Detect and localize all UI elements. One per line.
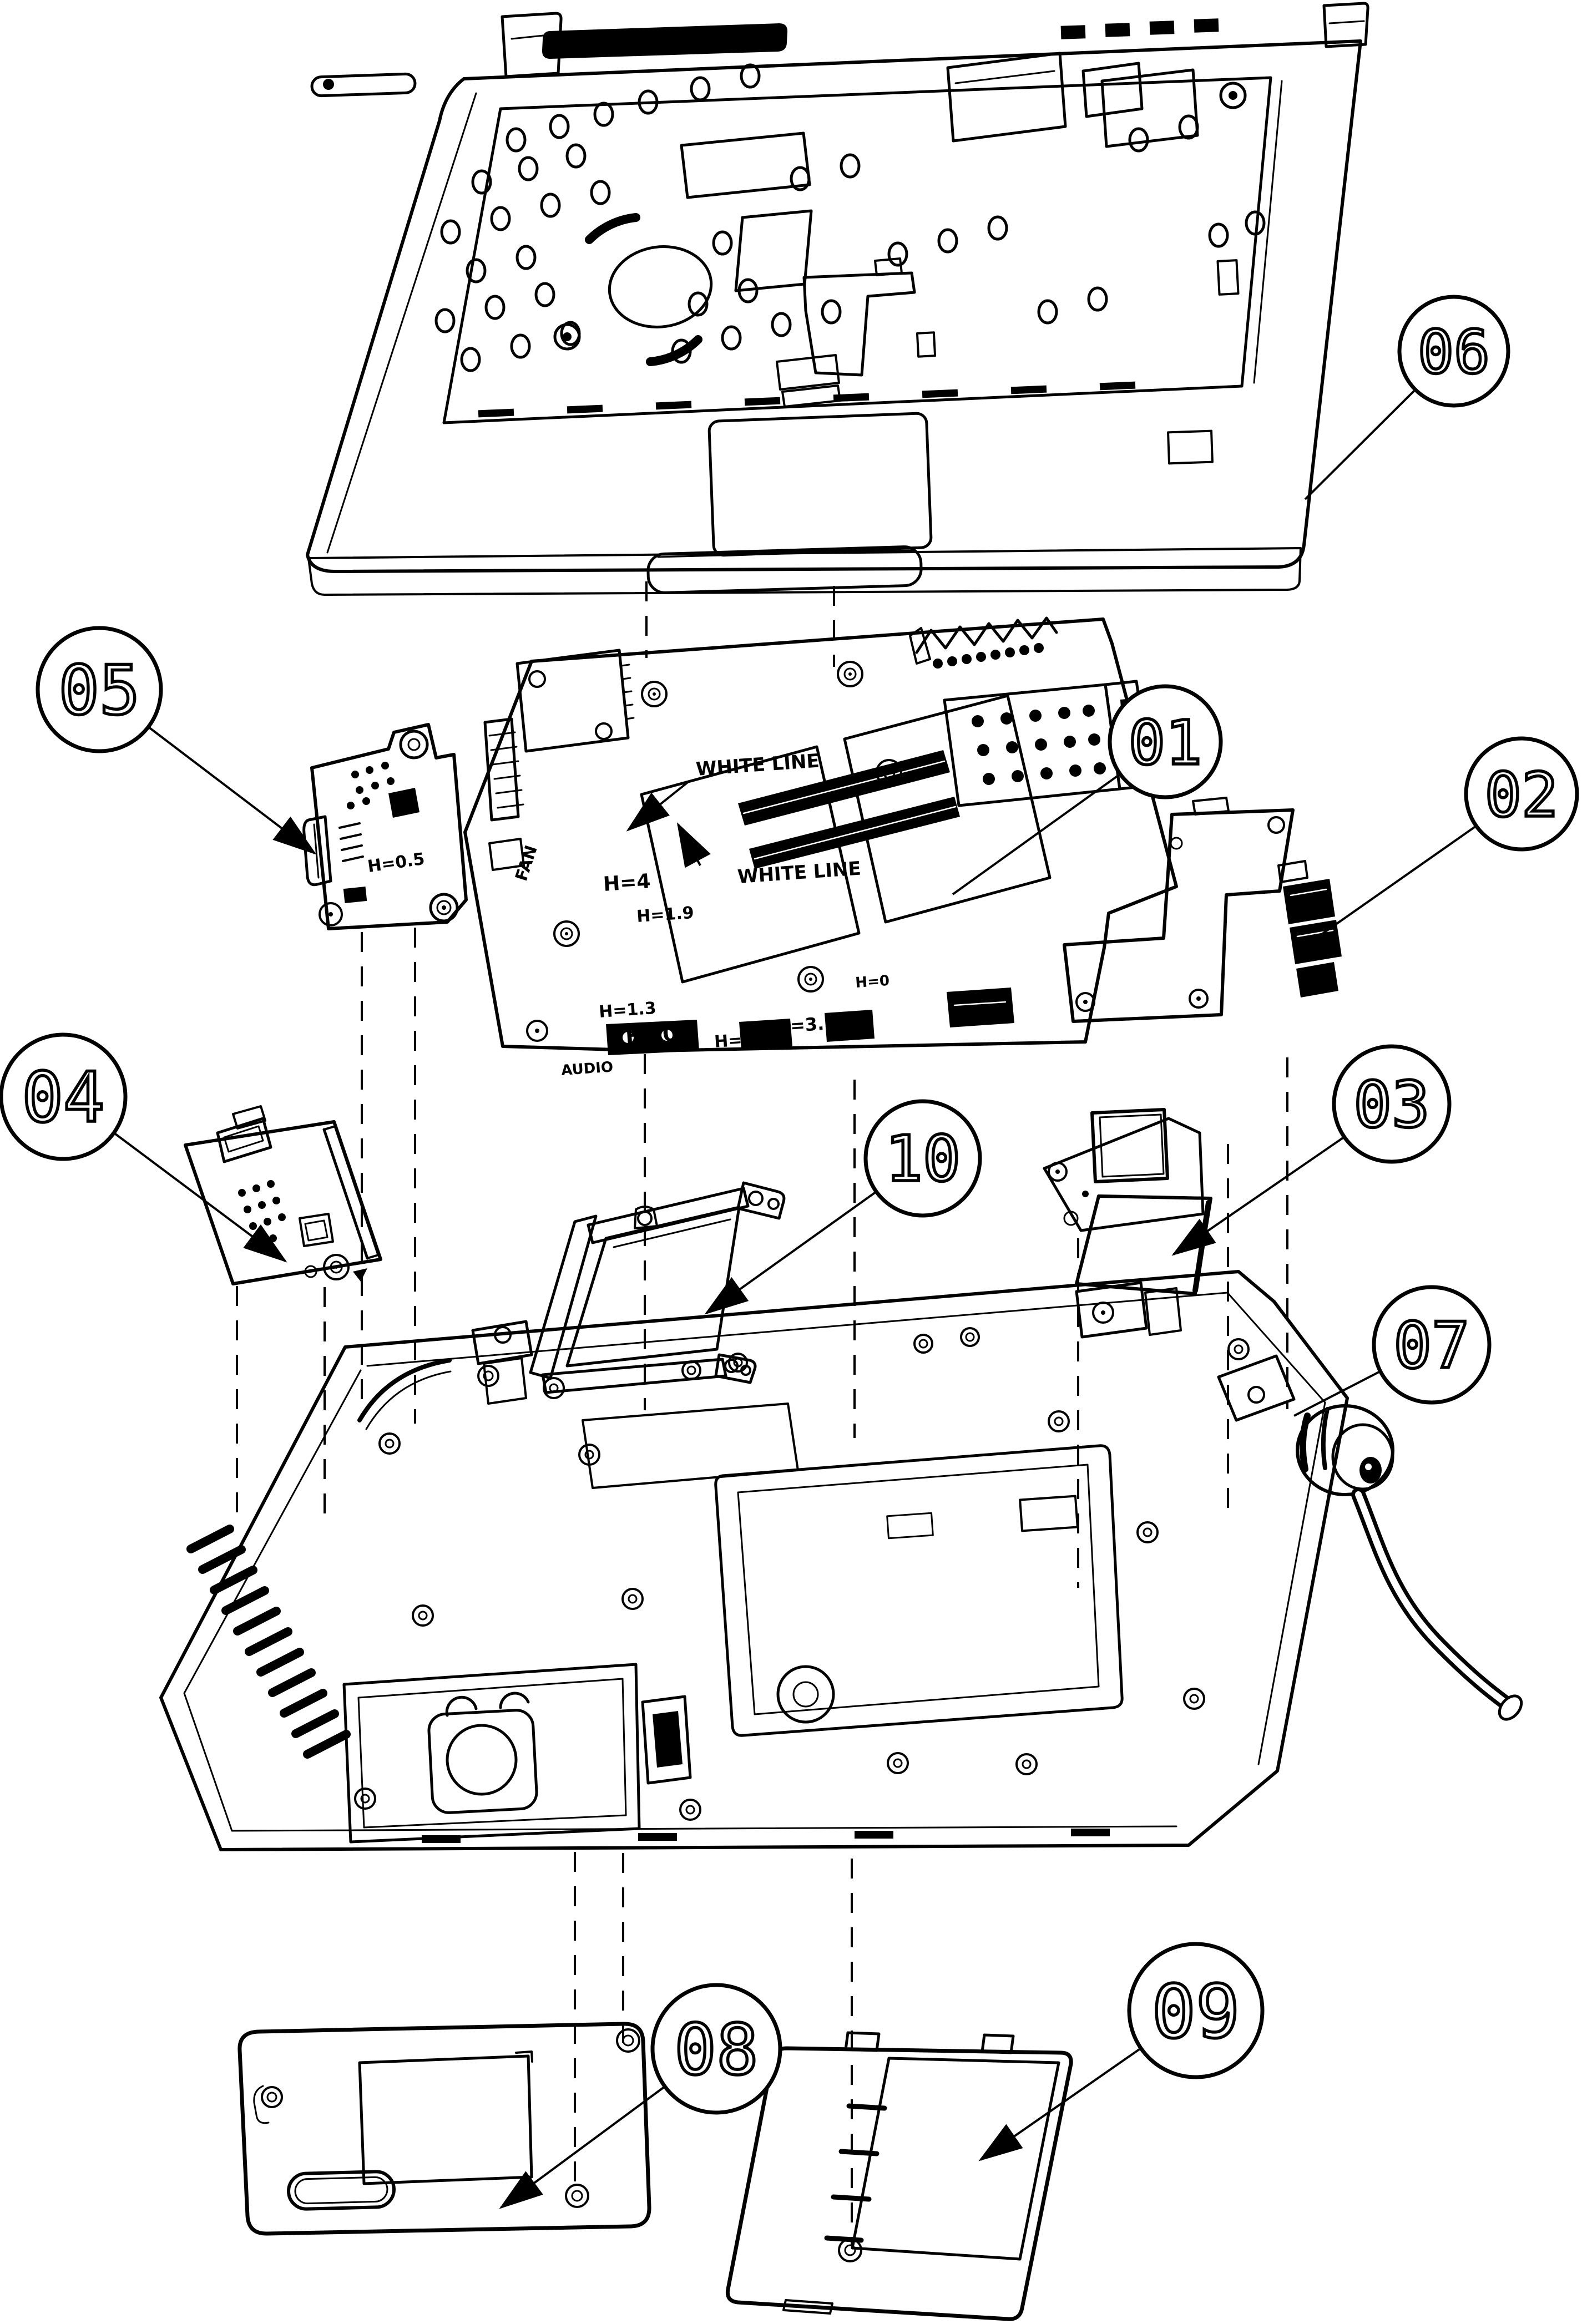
- hdd-cover: [237, 2022, 651, 2236]
- svg-text:02: 02: [1485, 760, 1558, 831]
- power-button-recess: [946, 52, 1067, 143]
- leader-04: [112, 1131, 287, 1263]
- battery-connector: [909, 616, 1058, 669]
- pcb-label-h4: H=4: [603, 870, 651, 896]
- leader-08: [499, 2085, 666, 2209]
- hinge-mount-right: [1075, 1281, 1182, 1339]
- keyboard-screw-holes: [434, 63, 1266, 372]
- callout-10: 10: [863, 1099, 982, 1218]
- leader-06: [1304, 388, 1417, 500]
- usb-io-board: [1063, 797, 1342, 1023]
- kb-connector-opening: [776, 354, 841, 408]
- pcb-label-h05: H=0.5: [714, 1029, 772, 1052]
- pcb-label-h13: H=1.3: [598, 999, 657, 1022]
- callout-03: 03: [1332, 1044, 1452, 1164]
- leader-01: [952, 773, 1121, 895]
- alignment-dashed-lines: [236, 581, 1288, 2245]
- screw-boss-1: [553, 323, 581, 351]
- svg-text:03: 03: [1353, 1068, 1429, 1142]
- card-reader-board: [184, 1105, 382, 1285]
- hdd-bay: [342, 1663, 692, 1844]
- pcb-label-h35: H=3.5: [775, 1012, 837, 1037]
- cutout-seven-shape: [802, 257, 937, 377]
- leader-10: [704, 1189, 879, 1315]
- hinge-mount-left: [357, 1320, 533, 1430]
- memory-cover: [725, 2031, 1073, 2321]
- upper-case-palmrest: [306, 2, 1369, 596]
- standoff-posts: [681, 1327, 980, 1380]
- pcb-label-audio: AUDIO: [560, 1059, 614, 1079]
- pcb-label-h0-right: H=0: [855, 973, 890, 991]
- pcb-label-h05-audio-board: H=0.5: [366, 849, 426, 877]
- white-line-arrow-lower: [676, 822, 711, 868]
- front-edge-ticks: [422, 1829, 1110, 1843]
- pcb-label-h0: H=0: [624, 1020, 679, 1050]
- pcb-label-h19: H=1.9: [636, 903, 695, 926]
- fan-connector: [483, 717, 525, 871]
- hinge-ear-right: [1322, 2, 1369, 48]
- touchpad: [646, 412, 933, 594]
- wireless-card-bracket: [1043, 1108, 1212, 1295]
- pcb-label-fan: FAN: [512, 843, 541, 883]
- mainboard: WHITE LINE WHITE LINE FAN H=4 H=1.9 H=1.…: [463, 616, 1178, 1079]
- io-connectors: [526, 988, 1014, 1055]
- screw-targets: [553, 661, 902, 993]
- callout-07: 07: [1372, 1285, 1492, 1405]
- ram-slots: [640, 694, 1052, 984]
- callout-02: 02: [1464, 736, 1579, 852]
- fan-grille: [186, 1525, 351, 1759]
- usb-connector-stack: [1277, 860, 1342, 998]
- svg-text:08: 08: [674, 2009, 759, 2090]
- svg-text:10: 10: [885, 1122, 961, 1196]
- dc-cable: [1351, 1487, 1513, 1710]
- keyboard-aperture: [442, 76, 1272, 424]
- pcb-label-white-line-upper: WHITE LINE: [695, 750, 820, 781]
- audio-board: H=0.5: [302, 723, 468, 930]
- base-screw-bosses: [354, 1338, 1250, 1821]
- callout-06: 06: [1397, 295, 1510, 408]
- leader-07: [1293, 1369, 1383, 1417]
- svg-text:05: 05: [59, 651, 140, 730]
- callout-09: 09: [1127, 1942, 1265, 2079]
- battery-bay: [714, 1444, 1124, 1737]
- dc-in-jack: [1296, 1404, 1523, 1721]
- callout-04: 04: [0, 1032, 128, 1161]
- callout-08: 08: [650, 1983, 782, 2115]
- speaker-slot-left: [310, 72, 417, 98]
- screw-boss-2: [1219, 82, 1247, 109]
- leader-09: [978, 2047, 1142, 2161]
- callout-05: 05: [36, 626, 163, 753]
- indicator-marks: [1060, 18, 1219, 39]
- leader-05: [147, 726, 317, 855]
- callouts: 06 05 01 02 04 10 03: [0, 295, 1579, 2209]
- cutout-rect-1: [680, 131, 811, 199]
- white-line-arrow-upper: [626, 780, 690, 832]
- svg-text:09: 09: [1152, 1969, 1240, 2055]
- keyboard-latch-bars: [478, 381, 1136, 418]
- svg-text:04: 04: [22, 1058, 104, 1138]
- hinge-vent-slot: [542, 23, 788, 59]
- wlan-module: [515, 649, 635, 753]
- svg-text:01: 01: [1129, 707, 1202, 778]
- fan-opening: [585, 213, 713, 366]
- leader-03: [1171, 1135, 1347, 1256]
- callout-01: 01: [1108, 684, 1223, 799]
- svg-text:06: 06: [1418, 318, 1490, 387]
- sd-card-slot: [322, 1125, 380, 1260]
- leader-02: [1319, 825, 1477, 936]
- base-enclosure: [159, 1270, 1523, 1851]
- svg-text:07: 07: [1393, 1309, 1469, 1383]
